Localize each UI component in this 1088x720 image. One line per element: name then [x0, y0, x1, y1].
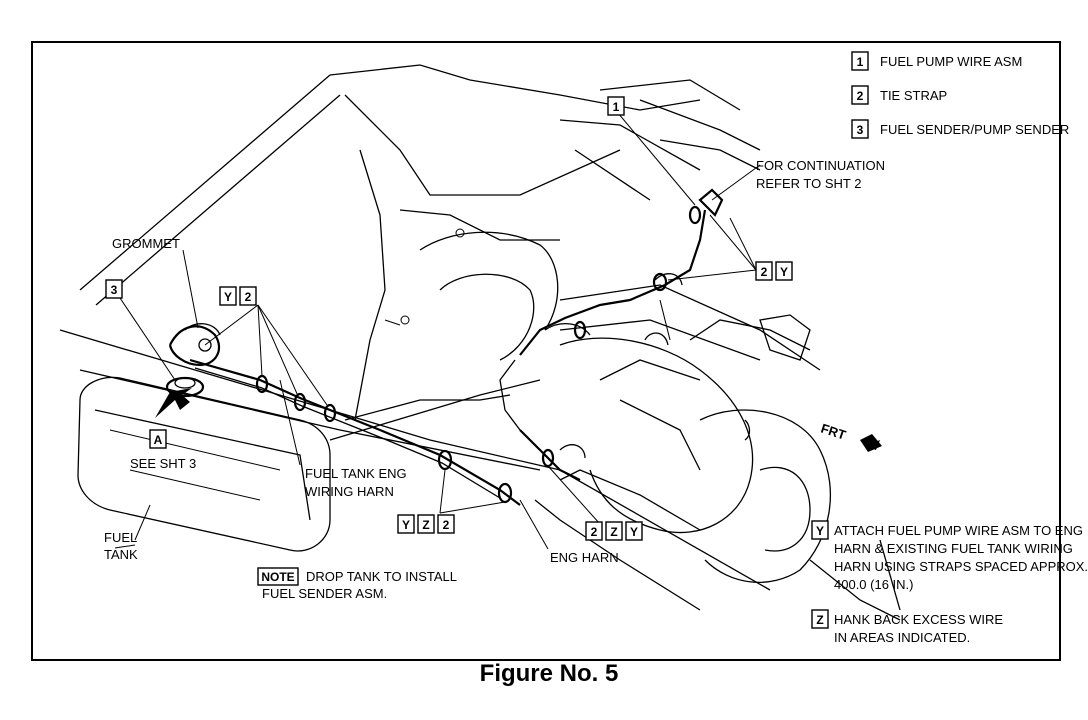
grommet-label: GROMMET: [112, 236, 180, 251]
note-block: NOTE DROP TANK TO INSTALL FUEL SENDER AS…: [257, 567, 457, 601]
vehicle-line-art: [59, 64, 901, 621]
leader-lines: [114, 112, 761, 550]
svg-text:FUEL PUMP WIRE ASM: FUEL PUMP WIRE ASM: [880, 54, 1022, 69]
svg-text:1: 1: [857, 55, 864, 69]
note-tag: NOTE: [261, 570, 294, 584]
svg-text:Y: Y: [224, 290, 232, 304]
svg-text:2: 2: [245, 290, 252, 304]
svg-text:Z: Z: [422, 518, 429, 532]
note-line-2: FUEL SENDER ASM.: [262, 586, 387, 601]
callout-1-top: 1: [607, 96, 625, 116]
note-line-1: DROP TANK TO INSTALL: [306, 569, 457, 584]
svg-text:1: 1: [613, 100, 620, 114]
frt-label: FRT: [819, 421, 848, 443]
svg-text:TIE STRAP: TIE STRAP: [880, 88, 947, 103]
callout-a: A: [149, 429, 167, 449]
fuel-tank-label-2: TANK: [104, 547, 138, 562]
callout-3: 3: [105, 279, 123, 299]
z-note-line-2: IN AREAS INDICATED.: [834, 630, 970, 645]
y-note-line-4: 400.0 (16 IN.): [834, 577, 914, 592]
figure-frame: [31, 41, 1061, 661]
svg-text:Z: Z: [816, 613, 823, 627]
y-note-block: Y ATTACH FUEL PUMP WIRE ASM TO ENG HARN …: [811, 520, 1088, 592]
y-note-line-2: HARN & EXISTING FUEL TANK WIRING: [834, 541, 1073, 556]
legend-item-1: 1 FUEL PUMP WIRE ASM: [851, 51, 1022, 71]
figure-caption: Figure No. 5: [479, 660, 619, 687]
legend-item-2: 2 TIE STRAP: [851, 85, 947, 105]
svg-text:Y: Y: [630, 525, 638, 539]
continuation-label-1: FOR CONTINUATION: [756, 158, 885, 173]
y-note-line-3: HARN USING STRAPS SPACED APPROX.: [834, 559, 1088, 574]
svg-text:FUEL SENDER/PUMP SENDER: FUEL SENDER/PUMP SENDER: [880, 122, 1069, 137]
svg-text:A: A: [154, 433, 163, 447]
svg-text:2: 2: [761, 265, 768, 279]
svg-text:Y: Y: [780, 265, 788, 279]
see-sht3-label: SEE SHT 3: [130, 456, 196, 471]
eng-harn-label: ENG HARN: [550, 550, 619, 565]
view-arrow-a: [155, 388, 192, 418]
svg-text:Y: Y: [402, 518, 410, 532]
fuel-tank-label-1: FUEL: [104, 530, 137, 545]
callout-2y-top-right: 2 Y: [755, 261, 793, 281]
note-tag-box: [257, 567, 299, 586]
continuation-label-2: REFER TO SHT 2: [756, 176, 861, 191]
svg-text:Z: Z: [610, 525, 617, 539]
legend: 1 FUEL PUMP WIRE ASM 2 TIE STRAP 3 FUEL …: [851, 51, 1069, 139]
svg-text:3: 3: [857, 123, 864, 137]
z-note-line-1: HANK BACK EXCESS WIRE: [834, 612, 1003, 627]
callout-y2-grommet: Y 2: [219, 286, 257, 306]
callout-yz2-bottom: Y Z 2: [397, 514, 455, 534]
z-note-block: Z HANK BACK EXCESS WIRE IN AREAS INDICAT…: [811, 609, 1003, 645]
callout-2zy-bottom: 2 Z Y: [585, 521, 643, 541]
svg-text:2: 2: [443, 518, 450, 532]
svg-text:3: 3: [111, 283, 118, 297]
svg-text:2: 2: [591, 525, 598, 539]
svg-text:2: 2: [857, 89, 864, 103]
fuel-tank-eng-label-1: FUEL TANK ENG: [305, 466, 407, 481]
legend-item-3: 3 FUEL SENDER/PUMP SENDER: [851, 119, 1069, 139]
y-note-line-1: ATTACH FUEL PUMP WIRE ASM TO ENG: [834, 523, 1083, 538]
fuel-tank-eng-label-2: WIRING HARN: [305, 484, 394, 499]
svg-text:Y: Y: [816, 524, 824, 538]
